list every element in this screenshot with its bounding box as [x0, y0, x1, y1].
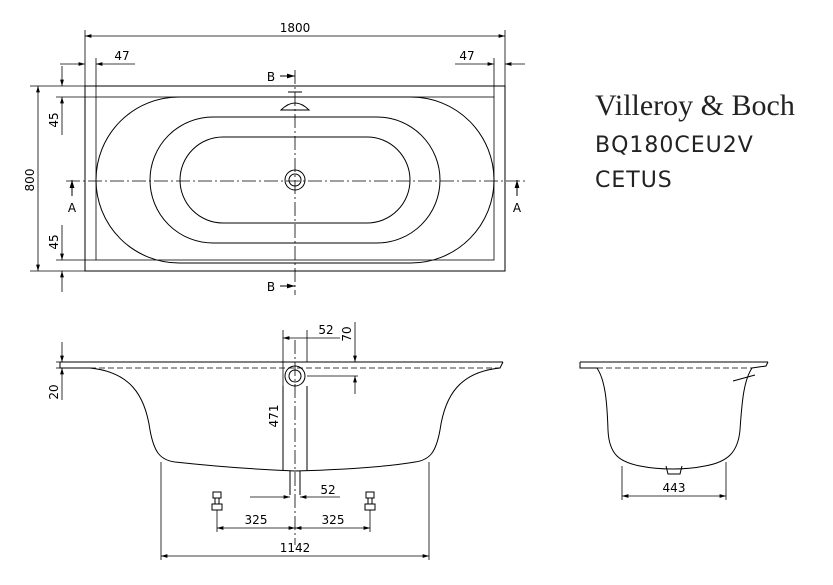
section-b-top: B	[267, 70, 275, 84]
dim-overflow-offset: 52	[318, 323, 333, 337]
drain-circle-outer	[284, 169, 306, 191]
dim-rim-top: 45	[47, 112, 61, 127]
title-block: Villeroy & Boch BQ180CEU2V CETUS	[595, 89, 795, 193]
dim-rim-left: 47	[114, 49, 129, 63]
foot-left	[211, 491, 223, 511]
dim-length: 1800	[280, 21, 311, 35]
section-a-right: A	[513, 201, 522, 215]
section-a-left: A	[68, 201, 77, 215]
dim-depth: 471	[267, 405, 281, 428]
side-body-outline	[59, 361, 504, 472]
dim-foot-right: 325	[322, 513, 345, 527]
end-body-outline	[579, 361, 769, 470]
overflow-fitting	[279, 102, 311, 111]
series-name: CETUS	[595, 168, 673, 193]
drain-circle-inner	[288, 173, 302, 187]
end-drain	[665, 465, 683, 475]
dim-rim-bottom: 45	[47, 234, 61, 249]
dim-drain-offset: 52	[320, 483, 335, 497]
end-view: 443	[579, 361, 769, 500]
top-view: 1800 47 47 800 45 45 A A B	[23, 21, 525, 295]
model-number: BQ180CEU2V	[595, 133, 754, 158]
end-section-tick	[732, 374, 756, 382]
side-view: 52 70 20 471 52	[47, 322, 504, 560]
dim-width: 800	[23, 169, 37, 192]
section-b-bottom: B	[267, 280, 275, 294]
dim-base-length: 1142	[280, 541, 311, 555]
dim-foot-left: 325	[245, 513, 268, 527]
foot-right	[364, 491, 376, 511]
dim-rim-thickness: 20	[47, 384, 61, 399]
brand-logo: Villeroy & Boch	[595, 89, 795, 122]
dim-overflow-height: 70	[340, 326, 354, 341]
dim-base-width: 443	[663, 481, 686, 495]
dim-rim-right: 47	[459, 49, 474, 63]
